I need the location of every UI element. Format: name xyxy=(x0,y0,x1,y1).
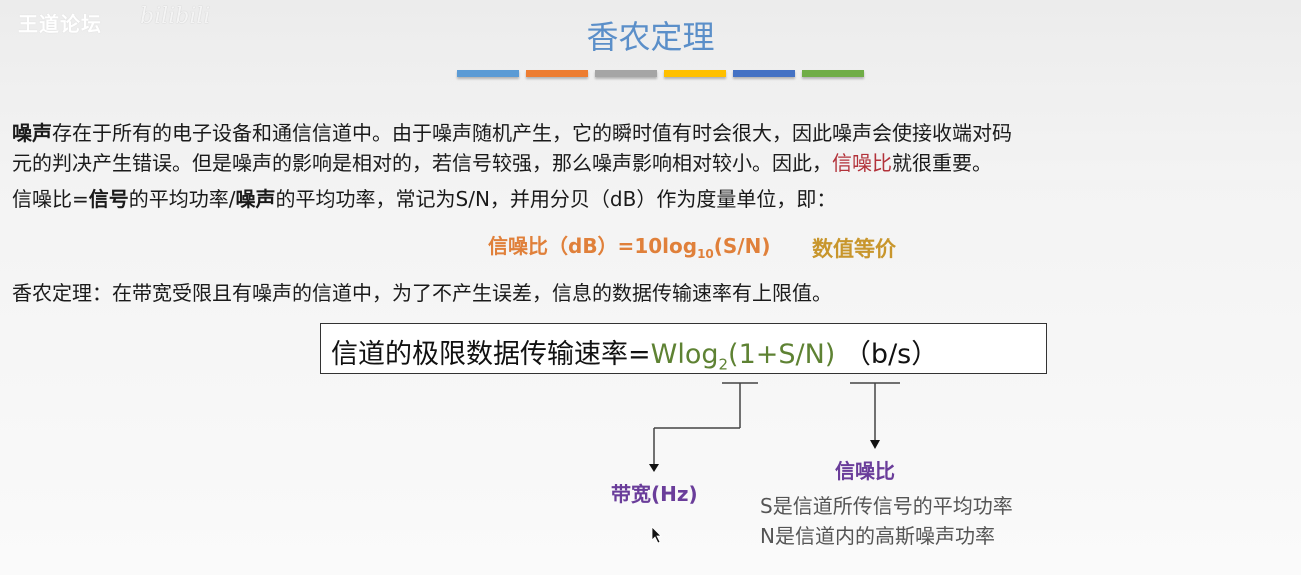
decor-bar xyxy=(664,70,726,77)
watermark-text: 王道论坛 xyxy=(18,12,102,36)
bilibili-logo-icon: bilibili xyxy=(140,4,211,29)
formula-main: Wlog xyxy=(650,339,719,370)
snr-highlight: 信噪比 xyxy=(832,151,892,175)
db-formula-sub: 10 xyxy=(697,247,714,261)
para1-line1: 存在于所有的电子设备和通信信道中。由于噪声随机产生，它的瞬时值有时会很大，因此噪… xyxy=(52,121,1012,145)
decor-bar xyxy=(595,70,657,77)
snr-def-text: 的平均功率/ xyxy=(128,187,236,211)
noise-paragraph: 噪声存在于所有的电子设备和通信信道中。由于噪声随机产生，它的瞬时值有时会很大，因… xyxy=(12,118,1012,178)
db-formula-tail: (S/N) xyxy=(713,234,771,258)
decor-bars xyxy=(457,70,864,77)
formula-sub: 2 xyxy=(718,355,729,374)
decor-bar xyxy=(733,70,795,77)
noise-term: 噪声 xyxy=(12,121,52,145)
snr-definition: 信噪比=信号的平均功率/噪声的平均功率，常记为S/N，并用分贝（dB）作为度量单… xyxy=(12,184,836,214)
formula-prefix: 信道的极限数据传输速率= xyxy=(331,339,651,370)
shannon-formula: Wlog2(1+S/N) xyxy=(650,339,836,374)
para1-line2-end: 就很重要。 xyxy=(892,151,992,175)
decor-bar xyxy=(457,70,519,77)
snr-def-text: 信噪比= xyxy=(12,187,89,211)
formula-tail: (1+S/N) xyxy=(728,339,836,370)
arrow-head-icon xyxy=(649,464,659,472)
shannon-formula-box: 信道的极限数据传输速率=Wlog2(1+S/N) （b/s） xyxy=(320,323,1047,374)
snr-def-text: 的平均功率，常记为S/N，并用分贝（dB）作为度量单位，即： xyxy=(275,187,837,211)
slide-title: 香农定理 xyxy=(586,18,715,56)
mouse-cursor-icon xyxy=(651,526,662,544)
equivalence-note: 数值等价 xyxy=(812,237,896,261)
bandwidth-label: 带宽(Hz) xyxy=(611,482,698,506)
snr-label: 信噪比 xyxy=(835,459,895,483)
s-description: S是信道所传信号的平均功率 xyxy=(760,494,1013,518)
shannon-statement: 香农定理：在带宽受限且有噪声的信道中，为了不产生误差，信息的数据传输速率有上限值… xyxy=(12,281,832,305)
db-formula: 信噪比（dB）=10log10(S/N) xyxy=(488,230,771,261)
noise-term: 噪声 xyxy=(235,187,276,211)
db-formula-main: 信噪比（dB）=10log xyxy=(488,234,698,258)
para1-line2: 元的判决产生错误。但是噪声的影响是相对的，若信号较强，那么噪声影响相对较小。因此… xyxy=(12,151,832,175)
decor-bar xyxy=(802,70,864,77)
decor-bar xyxy=(526,70,588,77)
n-description: N是信道内的高斯噪声功率 xyxy=(760,524,995,548)
signal-term: 信号 xyxy=(88,187,129,211)
arrow-head-icon xyxy=(870,440,880,449)
formula-unit: （b/s） xyxy=(835,339,939,370)
